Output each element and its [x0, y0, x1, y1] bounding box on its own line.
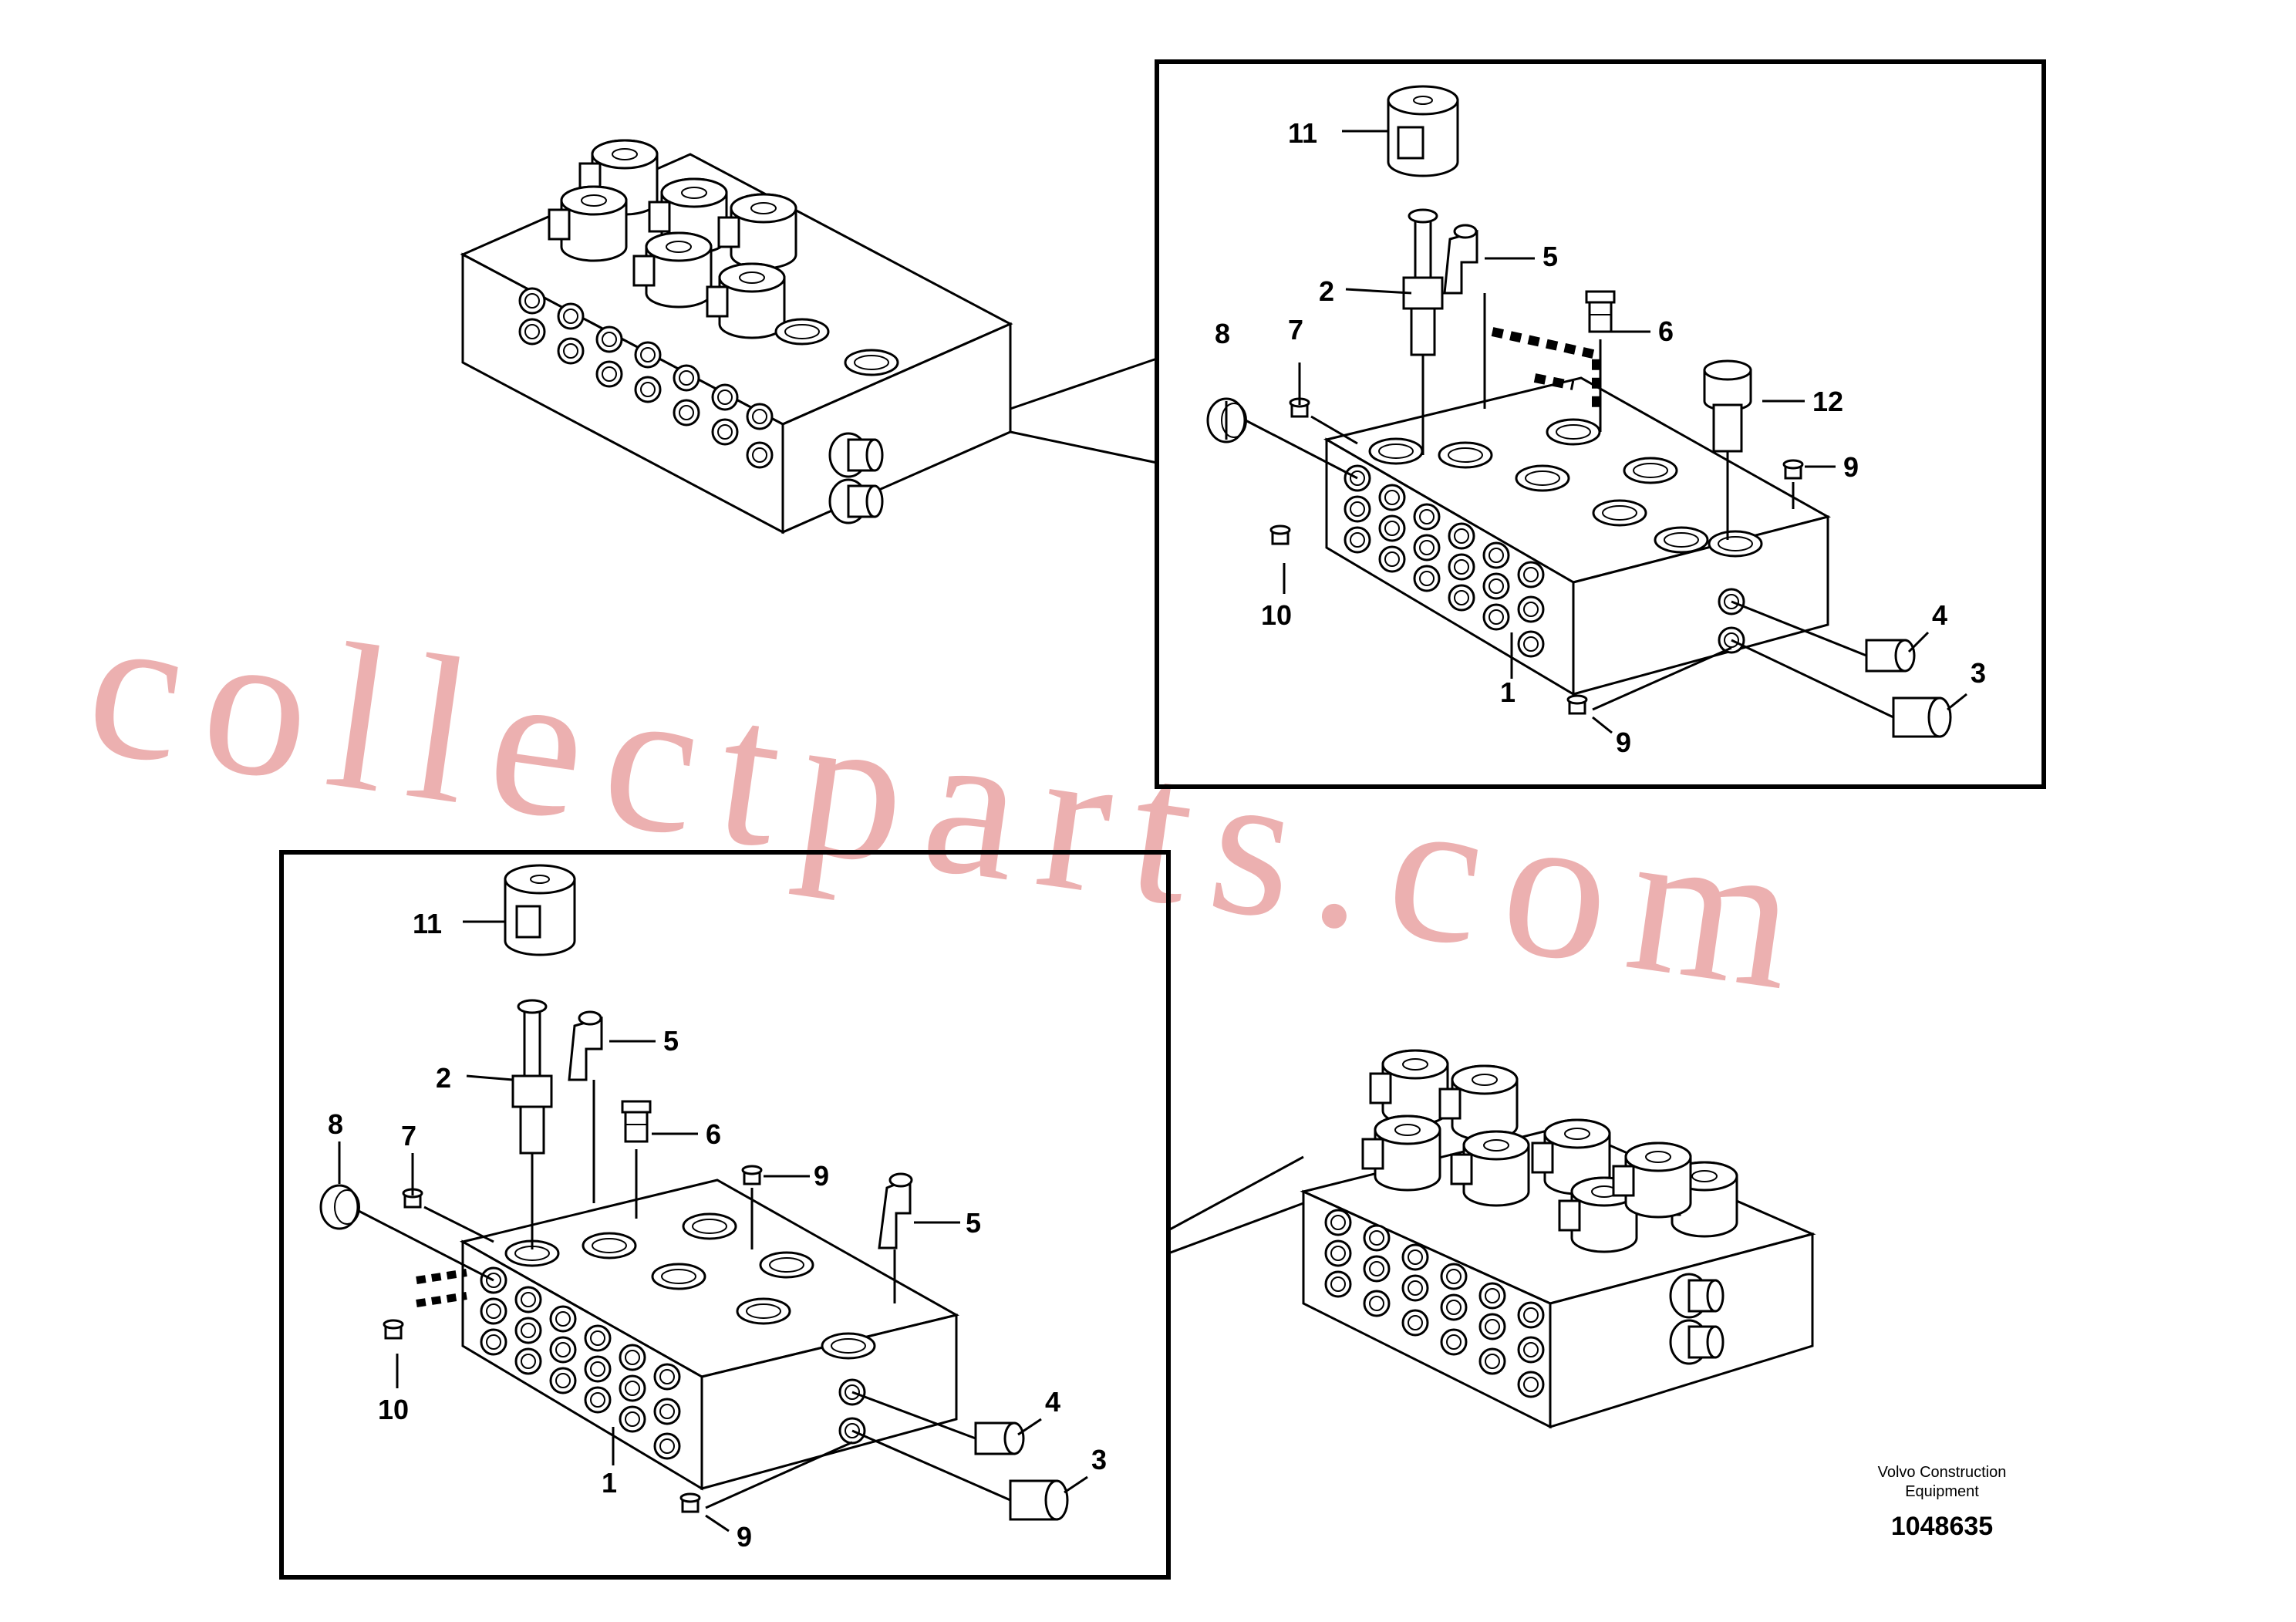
cap-part-8-b	[319, 1184, 361, 1230]
callout-3: 3	[1971, 657, 1986, 689]
callout-10: 10	[1261, 599, 1292, 631]
valve-cartridge-part-2-b	[511, 999, 553, 1155]
callout-10-b: 10	[378, 1394, 409, 1425]
detail-box-top: 11 5 2 6 8 7 12 9 10 4 1 3 9	[1155, 59, 2046, 789]
zoom-leader-top	[1010, 357, 1158, 464]
callout-4-b: 4	[1045, 1386, 1060, 1418]
callout-11: 11	[1288, 117, 1317, 149]
elbow-fitting-part-5	[1443, 224, 1478, 295]
callout-6-b: 6	[706, 1118, 721, 1150]
elbow-fitting-part-5-b	[568, 1010, 603, 1081]
detail-box-bottom: 11 5 2 6 8 7 9 5 10 4 1 3 9	[279, 850, 1171, 1580]
company-name-line-1: Volvo Construction	[1878, 1464, 2007, 1481]
callout-5-b: 5	[663, 1025, 679, 1057]
plug-part-9-b-lower	[679, 1492, 701, 1513]
plug-part-9-bottom	[1566, 694, 1588, 715]
callout-4: 4	[1932, 599, 1947, 631]
adapter-part-4	[1865, 639, 1916, 673]
callout-3-b: 3	[1091, 1444, 1107, 1475]
assembled-valve-block-top	[460, 139, 1013, 534]
callout-7-b: 7	[401, 1120, 416, 1152]
callout-7: 7	[1288, 314, 1303, 346]
adapter-part-3-b	[1009, 1479, 1069, 1521]
adapter-part-3	[1892, 696, 1952, 738]
callout-9-b-lower: 9	[737, 1521, 752, 1553]
solenoid-coil-part-11-b	[504, 864, 576, 956]
callout-9-lower: 9	[1616, 727, 1631, 758]
callout-2: 2	[1319, 275, 1334, 307]
fitting-part-6-b	[621, 1100, 652, 1143]
callout-6: 6	[1658, 315, 1674, 347]
company-name-line-2: Equipment	[1905, 1483, 1979, 1500]
callout-12: 12	[1812, 386, 1843, 417]
plug-part-9-top	[1782, 459, 1804, 480]
plug-part-9-b-upper	[741, 1165, 763, 1185]
callout-5: 5	[1542, 241, 1558, 272]
plug-part-10	[1269, 524, 1291, 545]
drawing-number: 1048635	[1891, 1512, 1993, 1541]
solenoid-coil-part-11	[1387, 85, 1459, 177]
plug-part-10-b	[383, 1319, 404, 1340]
callout-1-b: 1	[602, 1467, 617, 1499]
callout-11-b: 11	[413, 908, 442, 939]
fitting-part-6	[1585, 290, 1616, 333]
elbow-fitting-part-5-b2	[878, 1172, 913, 1249]
valve-cartridge-part-2	[1402, 208, 1444, 356]
callout-9-upper: 9	[1843, 451, 1859, 483]
callout-8: 8	[1215, 318, 1230, 349]
callout-5-b-right: 5	[966, 1207, 981, 1239]
callout-8-b: 8	[328, 1108, 343, 1140]
callout-9-b-upper: 9	[814, 1160, 829, 1192]
adapter-part-4-b	[974, 1421, 1025, 1455]
callout-1: 1	[1500, 676, 1515, 708]
assembled-valve-block-bottom	[1300, 1049, 1816, 1429]
callout-2-b: 2	[436, 1062, 451, 1094]
cartridge-part-12	[1703, 359, 1752, 453]
zoom-leader-bottom	[1168, 1155, 1304, 1255]
